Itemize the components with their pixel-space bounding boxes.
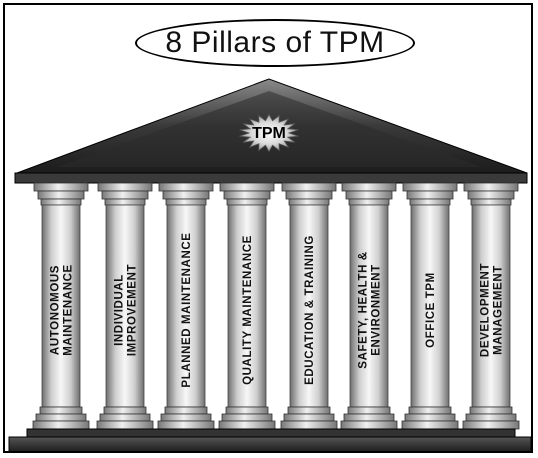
center-label: TPM (252, 125, 286, 142)
title-oval: 8 Pillars of TPM (135, 19, 415, 67)
architrave (14, 172, 528, 184)
starburst-icon (239, 113, 299, 153)
pillar-label-line: OFFICE TPM (425, 272, 437, 348)
pillar-label: DEVELOPMENTMANAGEMENT (480, 263, 505, 357)
pillar-label: EDUCATION & TRAINING (304, 235, 316, 385)
pillar-label: PLANNED MAINTENANCE (181, 232, 193, 387)
pillar-label-line: IMPROVEMENT (127, 264, 139, 356)
pillar: QUALITY MAINTENANCE (218, 182, 276, 430)
pillar: INDIVIDUALIMPROVEMENT (96, 182, 154, 430)
pillar-label-line: MANAGEMENT (493, 265, 505, 355)
pillar: PLANNED MAINTENANCE (157, 182, 215, 430)
pillar-label: OFFICE TPM (425, 272, 437, 348)
pillar-label: SAFETY, HEALTH &ENVIRONMENT (358, 251, 383, 368)
pillar-label-line: SAFETY, HEALTH & (358, 251, 370, 368)
pillar-label-line: INDIVIDUAL (114, 274, 126, 346)
base (8, 436, 531, 451)
pillar: AUTONOMOUSMAINTENANCE (32, 182, 90, 430)
diagram-frame: TPM AUTONOMOUSMAINTENANCE INDIVIDUALIMPRO… (3, 3, 533, 453)
pillar-label: QUALITY MAINTENANCE (242, 235, 254, 385)
pillars-group: AUTONOMOUSMAINTENANCE INDIVIDUALIMPROVEME… (32, 182, 520, 430)
pillar-label-line: DEVELOPMENT (480, 263, 492, 357)
pillar-label: AUTONOMOUSMAINTENANCE (50, 264, 75, 356)
pillar-label-line: PLANNED MAINTENANCE (181, 232, 193, 387)
pillar-label-line: AUTONOMOUS (50, 265, 62, 355)
pillar: EDUCATION & TRAINING (280, 182, 338, 430)
pillar-label-line: EDUCATION & TRAINING (304, 235, 316, 385)
pillar: OFFICE TPM (401, 182, 459, 430)
pillar-label-line: ENVIRONMENT (371, 264, 383, 356)
pillar-label-line: MAINTENANCE (63, 264, 75, 356)
pillar-label: INDIVIDUALIMPROVEMENT (114, 264, 139, 356)
diagram-title: 8 Pillars of TPM (165, 26, 385, 59)
pillar-label-line: QUALITY MAINTENANCE (242, 235, 254, 385)
pillar: SAFETY, HEALTH &ENVIRONMENT (340, 182, 398, 430)
pillar: DEVELOPMENTMANAGEMENT (462, 182, 520, 430)
temple-diagram: TPM AUTONOMOUSMAINTENANCE INDIVIDUALIMPRO… (8, 78, 531, 451)
